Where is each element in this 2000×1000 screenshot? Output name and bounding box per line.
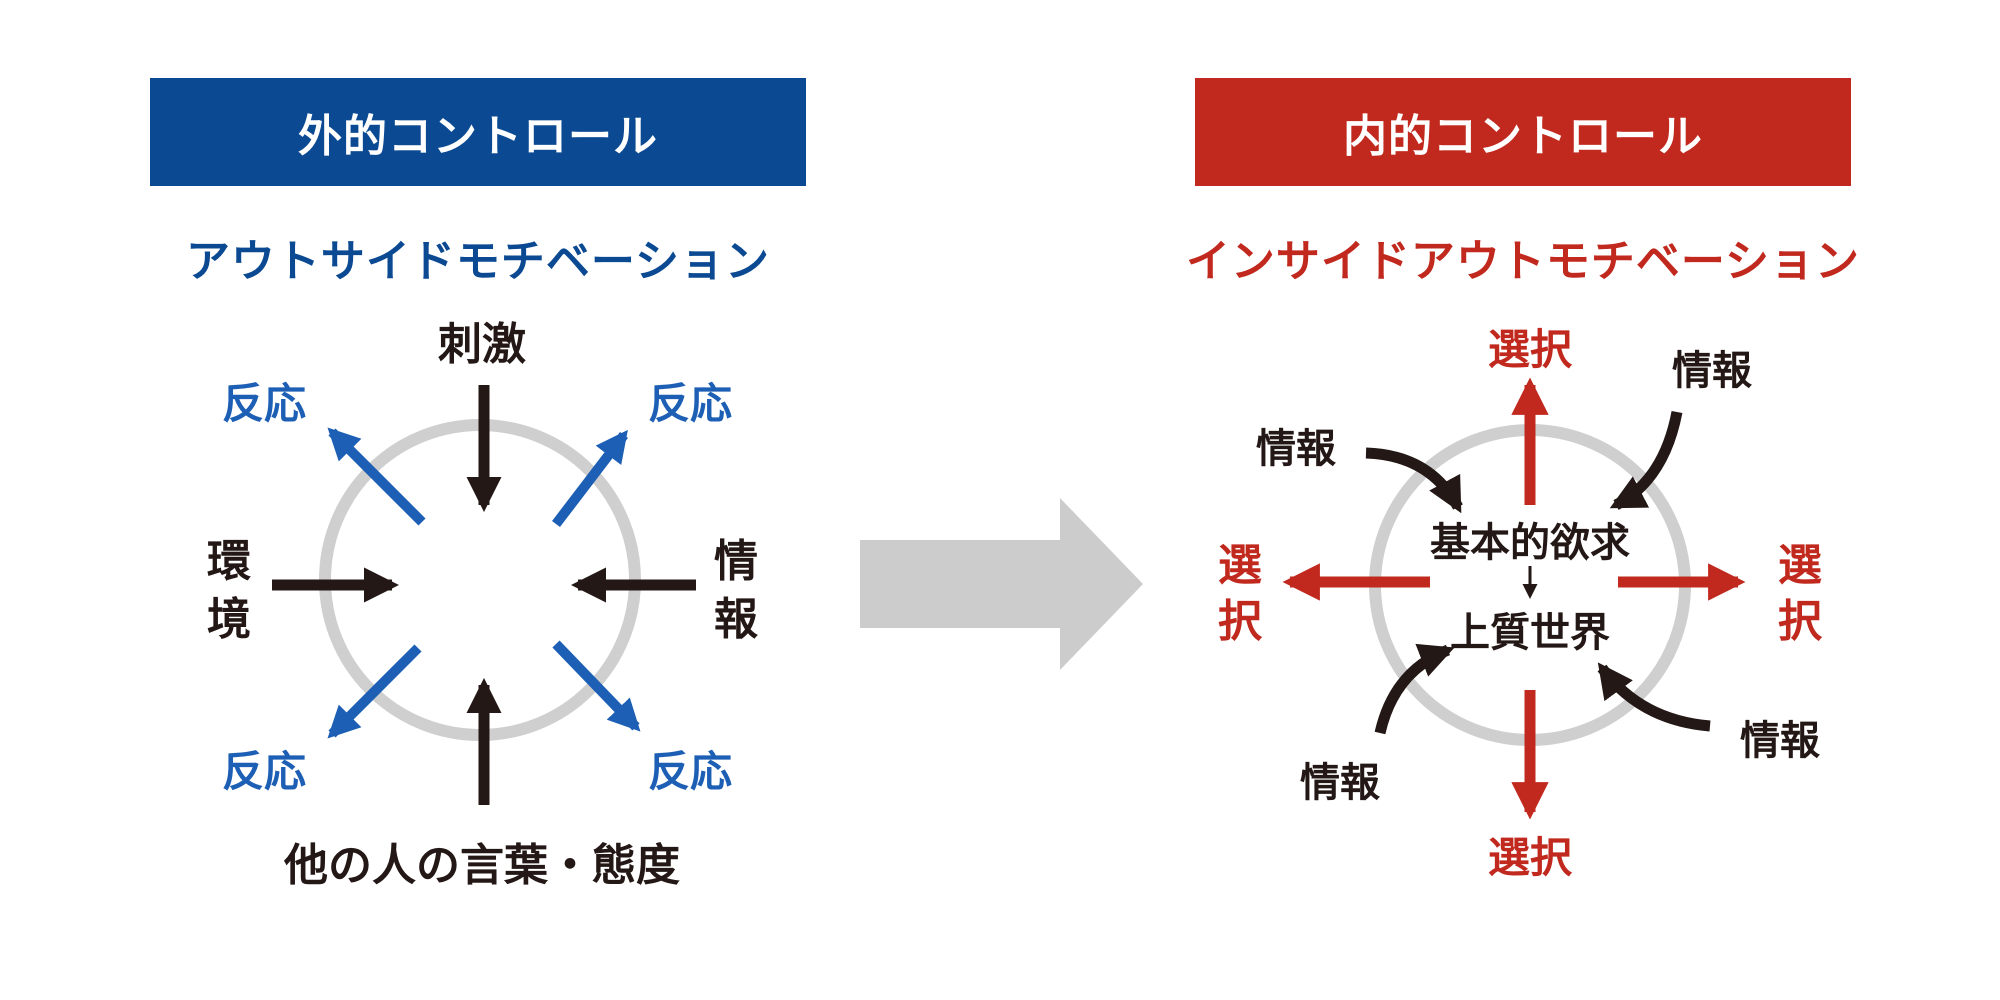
response-arrow-top-left xyxy=(327,427,426,526)
response-arrow-top-right xyxy=(552,429,628,528)
information-label-2: 報 xyxy=(714,594,758,645)
stimulus-label: 刺激 xyxy=(438,319,526,370)
information-label-upper-left: 情報 xyxy=(1256,426,1336,472)
outer-control-header: 外的コントロール xyxy=(150,78,806,186)
information-label-1: 情 xyxy=(714,536,758,587)
quality-world-label: 上質世界 xyxy=(1450,610,1610,656)
choice-label-top: 選択 xyxy=(1488,325,1573,374)
information-arrow-lower-right xyxy=(1597,662,1711,732)
response-label-top-left: 反応 xyxy=(222,379,306,428)
choice-label-left-1: 選 xyxy=(1218,540,1262,591)
information-label-lower-left: 情報 xyxy=(1300,760,1380,806)
choice-label-right-2: 択 xyxy=(1778,596,1823,647)
response-label-bottom-right: 反応 xyxy=(648,747,732,796)
information-arrow-upper-left xyxy=(1365,447,1463,514)
environment-label-1: 環 xyxy=(207,536,251,587)
inner-control-header: 内的コントロール xyxy=(1195,78,1851,186)
environment-label-2: 境 xyxy=(207,594,251,645)
response-label-bottom-left: 反応 xyxy=(222,747,306,796)
choice-label-bottom: 選択 xyxy=(1488,833,1573,882)
basic-needs-label: 基本的欲求 xyxy=(1430,520,1630,566)
others-words-label: 他の人の言葉・態度 xyxy=(283,840,680,891)
response-label-top-right: 反応 xyxy=(648,379,732,428)
choice-label-right-1: 選 xyxy=(1778,540,1822,591)
choice-label-left-2: 択 xyxy=(1218,596,1263,647)
information-arrow-lower-left xyxy=(1374,643,1455,735)
information-label-upper-right: 情報 xyxy=(1672,348,1752,394)
information-arrow-upper-right xyxy=(1609,410,1683,510)
response-arrow-bottom-right xyxy=(552,640,641,732)
inside-out-motivation-subtitle: インサイドアウトモチベーション xyxy=(1185,236,1861,287)
outside-motivation-subtitle: アウトサイドモチベーション xyxy=(185,236,771,287)
response-arrow-bottom-left xyxy=(327,644,422,739)
transition-arrow xyxy=(860,498,1143,670)
information-label-lower-right: 情報 xyxy=(1740,718,1820,764)
